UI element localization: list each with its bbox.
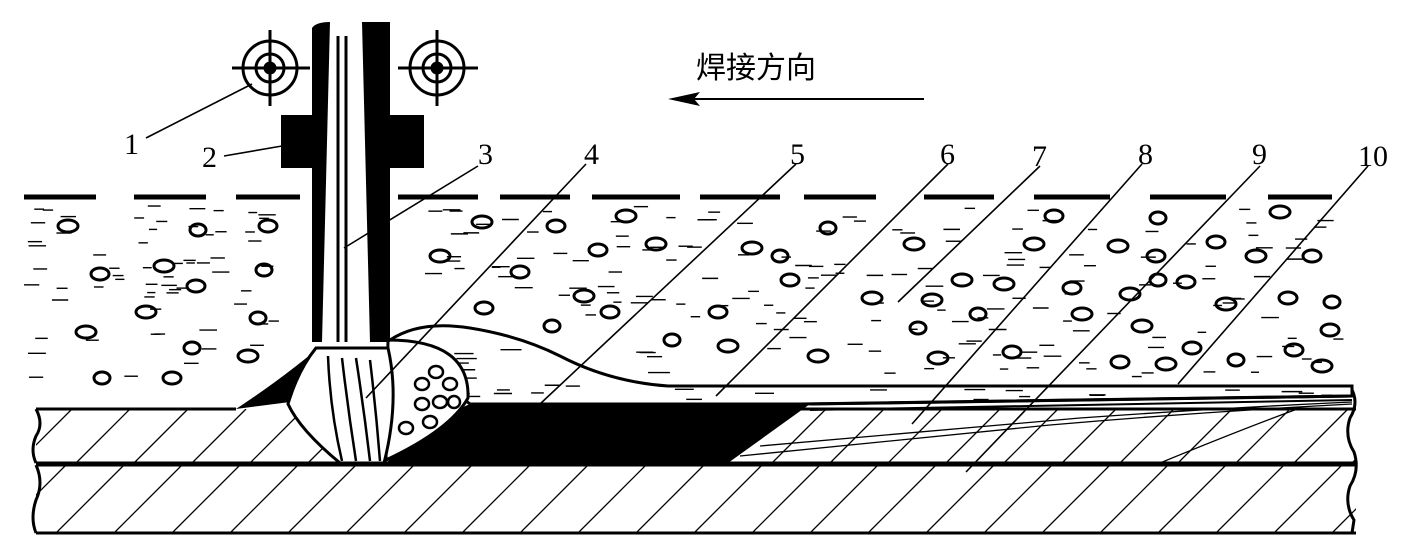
flux-dashes: [24, 205, 1344, 378]
conductive-nozzle: [281, 115, 424, 168]
leader-lines: [145, 83, 1369, 473]
callout-2: 2: [202, 141, 217, 174]
callout-7: 7: [1032, 140, 1047, 173]
callout-6: 6: [940, 138, 955, 171]
welding-arc: [236, 346, 395, 465]
callout-labels: 1 2 3 4 5 6 7 8 9 10: [124, 128, 1388, 174]
feed-roller-right: [398, 30, 478, 106]
arc-cavity: [384, 338, 470, 463]
callout-1: 1: [124, 128, 139, 161]
arrow-left-icon: [668, 92, 700, 106]
weld-bead: [739, 401, 1353, 464]
callout-3: 3: [478, 138, 493, 171]
direction-label: 焊接方向: [696, 51, 816, 86]
molten-weld-pool: [386, 404, 810, 463]
contact-tube: [312, 22, 390, 342]
callout-5: 5: [790, 138, 805, 171]
callout-8: 8: [1138, 138, 1153, 171]
flux-granules: [56, 204, 1342, 386]
welding-direction: 焊接方向: [668, 51, 924, 106]
callout-9: 9: [1252, 138, 1267, 171]
plate-hatching-lower: [36, 465, 1356, 533]
slag-crust: [387, 324, 1354, 411]
feed-roller-left: [232, 30, 310, 106]
callout-4: 4: [584, 138, 599, 171]
callout-10: 10: [1358, 140, 1388, 173]
